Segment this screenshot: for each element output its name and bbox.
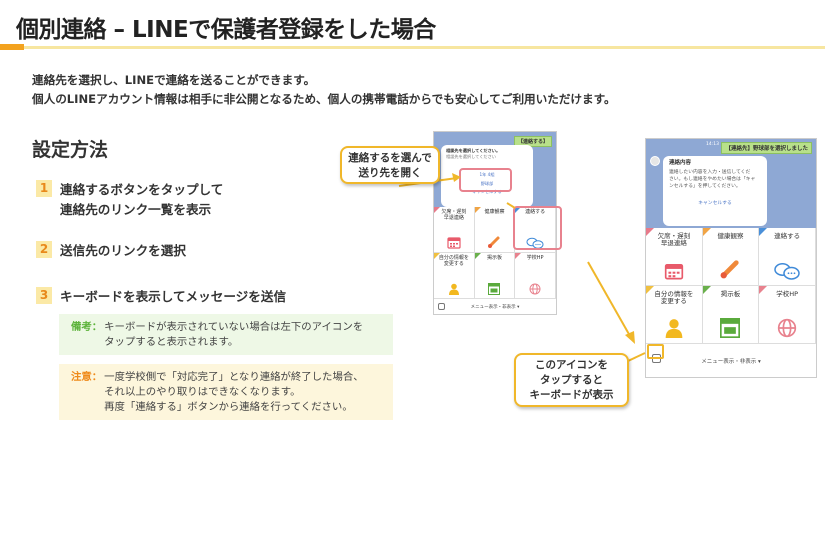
remark-line-2: タップすると表示されます。 — [104, 336, 239, 348]
message-dialog: 連絡内容 連絡したい内容を入力・送信してくだ さい。もし連絡をやめたい場合は「キ… — [663, 156, 767, 226]
intro-text: 連絡先を選択し、LINEで連絡を送ることができます。 個人のLINEアカウント情… — [32, 71, 616, 109]
chat-bubbles-icon — [526, 237, 544, 249]
menu-health[interactable]: 健康観察 — [702, 228, 760, 286]
menu-toggle-bar[interactable]: メニュー表示・非表示 ▾ — [434, 299, 556, 314]
caution-line-1: 一度学校側で「対応完了」となり連絡が終了した場合、 — [104, 371, 364, 383]
menu-school-hp[interactable]: 学校HP — [515, 253, 556, 299]
menu-board[interactable]: 掲示板 — [702, 286, 760, 344]
step-number: 1 — [36, 180, 52, 197]
callout-line-1: このアイコンを — [535, 359, 608, 371]
callout-line-3: キーボードが表示 — [529, 389, 614, 401]
chat-bubbles-icon — [774, 263, 800, 280]
menu-label: 欠席・遅刻 早退連絡 — [657, 232, 691, 248]
menu-profile[interactable]: 自分の情報を 変更する — [646, 286, 703, 344]
remark-label: 備考： — [71, 321, 103, 333]
chat-message-tag: 【連絡先】野球部を選択しました — [721, 142, 812, 154]
globe-icon — [529, 283, 541, 295]
menu-contact[interactable]: 連絡する — [759, 228, 816, 286]
menu-label: 連絡する — [774, 232, 801, 240]
dialog-title: 相談先を選択してください。 — [446, 148, 501, 153]
arrow-to-contact — [506, 202, 516, 209]
title-underline — [24, 46, 825, 49]
menu-label: 学校HP — [776, 290, 799, 298]
intro-line-1: 連絡先を選択し、LINEで連絡を送ることができます。 — [32, 73, 316, 87]
remark-note: 備考： キーボードが表示されていない場合は左下のアイコンを タップすると表示され… — [59, 314, 393, 355]
menu-label: 健康観察 — [717, 232, 744, 240]
step-1-line-1: 連絡するボタンをタップして — [60, 182, 224, 197]
menu-label: 掲示板 — [720, 290, 741, 298]
menu-contact[interactable]: 連絡する — [515, 207, 556, 253]
keyboard-icon-highlight — [647, 344, 664, 359]
callout-line-2: 送り先を開く — [358, 167, 422, 179]
board-icon — [488, 283, 501, 295]
chat-message-tag: 【連絡する】 — [513, 136, 552, 147]
chat-area: 14:13 【連絡先】野球部を選択しました 連絡内容 連絡したい内容を入力・送信… — [646, 139, 816, 228]
remark-line-1: キーボードが表示されていない場合は左下のアイコンを — [104, 321, 364, 333]
caution-line-3: 再度「連絡する」ボタンから連絡を行ってください。 — [104, 401, 353, 413]
dialog-body-1: 連絡したい内容を入力・送信してくだ — [669, 170, 751, 175]
rich-menu: 欠席・遅刻 早退連絡 健康観察 連絡する 自分の情報を 変更する 掲示板 学校H… — [434, 207, 556, 299]
arrow-to-keyboard-icon — [627, 352, 646, 362]
settings-heading: 設定方法 — [32, 139, 109, 161]
globe-icon — [777, 318, 797, 338]
keyboard-icon[interactable] — [438, 303, 445, 310]
step-2-line-1: 送信先のリンクを選択 — [60, 243, 186, 258]
thermometer-icon — [488, 236, 500, 248]
callout-select-recipient: 連絡するを選んで 送り先を開く — [340, 146, 440, 184]
menu-school-hp[interactable]: 学校HP — [759, 286, 816, 344]
board-icon — [720, 318, 741, 338]
caution-note: 注意： 一度学校側で「対応完了」となり連絡が終了した場合、 それ以上のやり取りは… — [59, 364, 393, 420]
thermometer-icon — [721, 260, 740, 279]
step-3-line-1: キーボードを表示してメッセージを送信 — [60, 289, 287, 304]
message-time: 14:13 — [706, 142, 719, 147]
title-underline-accent — [0, 44, 24, 50]
menu-label: 連絡する — [525, 209, 546, 215]
step-1: 1 連絡するボタンをタップして 連絡先のリンク一覧を表示 — [36, 180, 223, 220]
step-1-line-2: 連絡先のリンク一覧を表示 — [60, 202, 212, 217]
rich-menu: 欠席・遅刻 早退連絡 健康観察 連絡する 自分の情報を 変更する 掲示板 学校H… — [646, 228, 816, 344]
caution-line-2: それ以上のやり取りはできなくなります。 — [104, 386, 301, 398]
person-icon — [448, 283, 459, 295]
menu-label: 掲示板 — [486, 255, 502, 261]
menu-label: 自分の情報を 変更する — [438, 255, 469, 267]
menu-absence[interactable]: 欠席・遅刻 早退連絡 — [646, 228, 703, 286]
step-number: 3 — [36, 287, 52, 304]
menu-toggle-label: メニュー表示・非表示 ▾ — [701, 358, 761, 365]
recipient-link-highlight — [459, 168, 512, 192]
menu-label: 学校HP — [526, 255, 544, 261]
menu-label: 自分の情報を 変更する — [654, 290, 694, 306]
caution-label: 注意： — [71, 371, 103, 383]
dialog-title: 連絡内容 — [669, 160, 692, 166]
calendar-icon — [447, 237, 461, 249]
dialog-subtitle: 相談先を選択してください — [446, 154, 496, 159]
arrow-guide-line — [587, 261, 631, 337]
dialog-body-3: ンセルする」を押してください。 — [669, 184, 741, 189]
dialog-cancel-link[interactable]: キャンセルする — [698, 201, 732, 206]
menu-toggle-label: メニュー表示・非表示 ▾ — [470, 305, 520, 310]
callout-keyboard-icon: このアイコンを タップすると キーボードが表示 — [514, 353, 629, 407]
recipient-dialog: 相談先を選択してください。 相談先を選択してください 1年 4組 野球部 キャン… — [441, 145, 533, 207]
step-number: 2 — [36, 241, 52, 258]
step-3: 3 キーボードを表示してメッセージを送信 — [36, 287, 286, 307]
recipient-link-club[interactable]: 野球部 — [480, 181, 494, 186]
calendar-icon — [664, 263, 683, 280]
page-title: 個別連絡 – LINEで保護者登録をした場合 — [16, 17, 436, 43]
intro-line-2: 個人のLINEアカウント情報は相手に非公開となるため、個人の携帯電話からでも安心… — [32, 92, 616, 106]
step-2: 2 送信先のリンクを選択 — [36, 241, 186, 261]
contact-button-highlight — [513, 206, 562, 250]
menu-board[interactable]: 掲示板 — [474, 253, 516, 299]
menu-label: 健康観察 — [484, 209, 505, 215]
recipient-link-class[interactable]: 1年 4組 — [479, 172, 495, 177]
callout-line-1: 連絡するを選んで — [348, 152, 432, 164]
callout-line-2: タップすると — [540, 374, 603, 386]
menu-absence[interactable]: 欠席・遅刻 早退連絡 — [434, 207, 475, 253]
person-icon — [665, 319, 683, 338]
menu-label: 欠席・遅刻 早退連絡 — [441, 209, 467, 221]
menu-profile[interactable]: 自分の情報を 変更する — [434, 253, 475, 299]
phone-screenshot-right: 14:13 【連絡先】野球部を選択しました 連絡内容 連絡したい内容を入力・送信… — [645, 138, 817, 378]
avatar — [650, 156, 660, 166]
dialog-body-2: さい。もし連絡をやめたい場合は「キャ — [669, 177, 756, 182]
